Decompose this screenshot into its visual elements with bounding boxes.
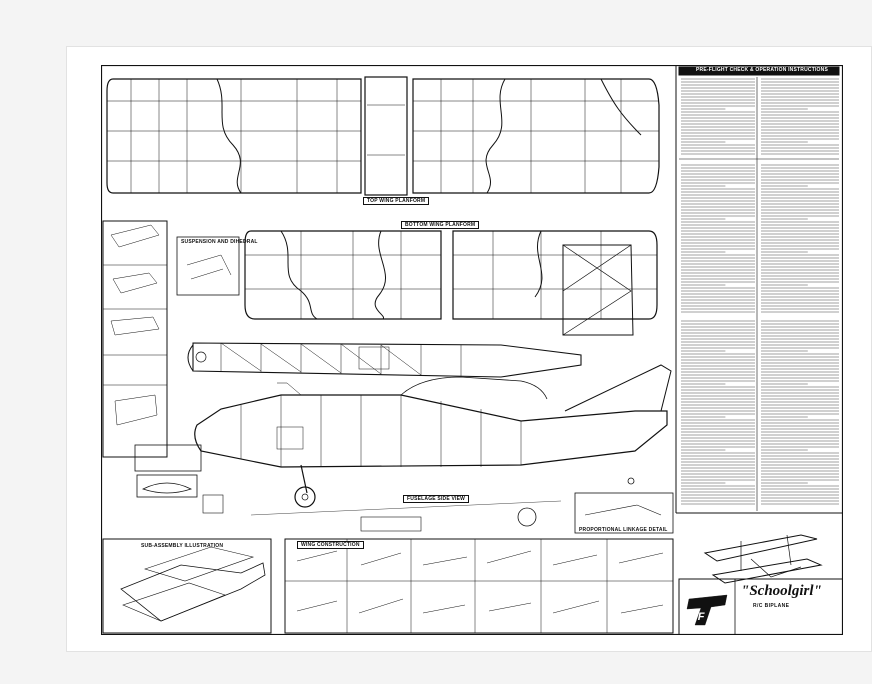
fuselage-label: FUSELAGE SIDE VIEW [403, 495, 470, 503]
plan-drawing: PRE-FLIGHT CHECK & OPERATION INSTRUCTION… [101, 65, 843, 635]
instructions-title: PRE-FLIGHT CHECK & OPERATION INSTRUCTION… [693, 67, 831, 73]
construction-label: WING CONSTRUCTION [297, 541, 364, 549]
proportional-label: PROPORTIONAL LINKAGE DETAIL [579, 527, 668, 533]
wheel [294, 486, 316, 508]
plan-svg [101, 65, 843, 635]
outer-border [101, 65, 843, 635]
landing-gear-strut [300, 464, 308, 494]
top-wing-tear-left [216, 78, 242, 194]
assembly-illustration-box [102, 538, 272, 634]
plan-sheet: PRE-FLIGHT CHECK & OPERATION INSTRUCTION… [66, 46, 872, 652]
fuselage-side [194, 394, 668, 468]
title-block [678, 578, 843, 635]
proportional-linkage-box [574, 492, 674, 534]
bottom-wing-right [452, 230, 658, 320]
top-wing-label: TOP WING PLANFORM [363, 197, 430, 205]
rudder [564, 364, 672, 412]
biplane-upper-wing [703, 534, 818, 562]
assembly-label: SUB-ASSEMBLY ILLUSTRATION [141, 543, 224, 549]
bottom-wing-left [244, 230, 442, 320]
top-wing-left [106, 78, 362, 194]
construction-steps-box [284, 538, 674, 634]
tf-logo [686, 594, 728, 626]
fin-outline [562, 244, 634, 336]
model-subtitle: R/C BIPLANE [753, 603, 790, 609]
subassembly-panel [102, 220, 168, 458]
dihedral-box [176, 236, 240, 296]
fuselage-top [192, 342, 582, 378]
bottom-wing-label: BOTTOM WING PLANFORM [401, 221, 480, 229]
logo-letters: TF [691, 611, 705, 623]
dihedral-label: SUSPENSION AND DIHEDRAL [181, 239, 258, 245]
top-wing-center [364, 76, 408, 196]
top-wing-right [412, 78, 660, 194]
model-name: "Schoolgirl" [741, 583, 822, 599]
